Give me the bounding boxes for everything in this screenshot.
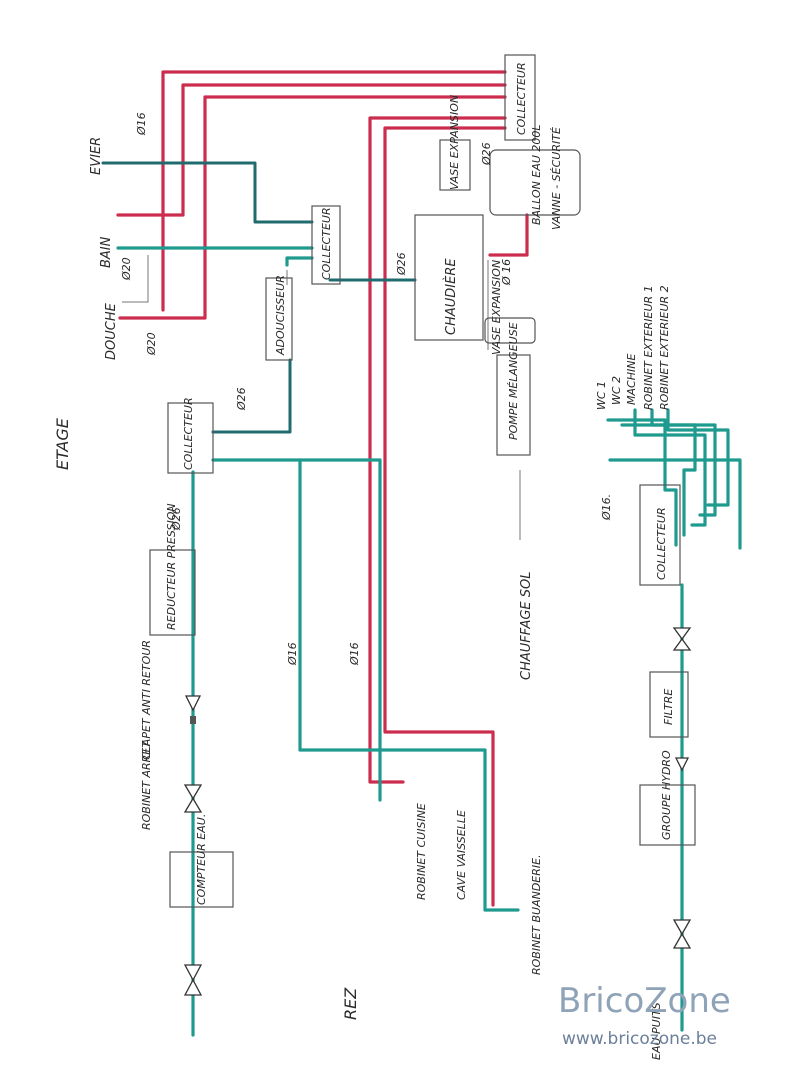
- rez-label: REZ: [341, 987, 360, 1020]
- groupe-hydro-box: [639, 784, 696, 846]
- vase-expansion-ballon-box: [439, 139, 471, 191]
- hot-pipe-evier: [161, 70, 507, 312]
- collecteur-right-label: COLLECTEUR: [655, 507, 668, 580]
- d20-douche-label: Ø20: [145, 332, 158, 356]
- adoucisseur-label: ADOUCISSEUR: [274, 275, 287, 356]
- filtre-box: [649, 671, 689, 738]
- ballon-box: [489, 149, 581, 216]
- reducteur-box: [149, 549, 196, 636]
- hot-pipe-cuisine: [368, 116, 507, 784]
- douche-label: DOUCHE: [104, 302, 119, 360]
- evier-label: EVIER: [89, 137, 104, 175]
- d20-bain-label: Ø20: [120, 257, 133, 281]
- d26-left-upper-label: Ø26: [235, 387, 248, 411]
- ballon-label: BALLON EAU 200L: [530, 124, 543, 225]
- vase-expansion-ballon-label: VASE EXPANSION: [448, 95, 461, 190]
- d16-pipe-a-label: Ø16: [286, 642, 299, 666]
- robinet-arret-valve-icon: [183, 784, 203, 813]
- watermark: BricoZone www.bricozone.be: [558, 981, 731, 1049]
- d16-evier-label: Ø16: [135, 112, 148, 136]
- labels: ETAGE REZ EVIER BAIN DOUCHE Ø16 Ø20 Ø20 …: [53, 62, 675, 1060]
- vanne-securite-label: VANNE - SÉCURITÉ: [550, 127, 563, 230]
- collecteur-right-box: [639, 484, 681, 586]
- machine-label: MACHINE: [625, 354, 638, 405]
- d16-chaud-label: Ø 16: [500, 259, 513, 286]
- d26-mid-label: Ø26: [395, 252, 408, 276]
- right-valve-top-icon: [672, 627, 692, 651]
- d16-right-label: Ø16.: [600, 494, 613, 521]
- cold-pipe-buanderie: [298, 458, 520, 912]
- reducteur-label: REDUCTEUR PRESSION: [165, 503, 178, 630]
- d26-ballon-label: Ø26: [480, 142, 493, 166]
- right-valve-bottom-icon: [672, 919, 692, 949]
- cold-pipe-main-vertical: [211, 458, 382, 802]
- entry-valve-icon: [183, 964, 203, 996]
- chaudiere-label: CHAUDIÈRE: [443, 258, 459, 335]
- cave-vaisselle-label: CAVE VAISSELLE: [455, 810, 468, 900]
- robinet-ext1-label: ROBINET EXTERIEUR 1: [642, 285, 655, 410]
- right-check-icon: [674, 757, 690, 772]
- hot-pipe-vaisselle: [383, 126, 507, 907]
- bain-label: BAIN: [99, 236, 114, 268]
- d16-pipe-b-label: Ø16: [348, 642, 361, 666]
- cold-pipe-machine: [633, 408, 707, 527]
- cold-pipe-collecteur-adoucisseur: [211, 358, 292, 434]
- watermark-brand: BricoZone: [558, 981, 731, 1021]
- collecteur-mid-label: COLLECTEUR: [320, 207, 333, 280]
- eau-puits-label: EAU PUITS: [650, 1002, 663, 1060]
- compteur-box: [169, 851, 234, 908]
- hot-pipe-douche: [118, 95, 507, 320]
- cold-pipe-to-chaudiere: [608, 458, 742, 550]
- chaudiere-box: [414, 214, 484, 341]
- groupe-hydro-label: GROUPE HYDRO: [660, 750, 673, 840]
- hot-pipe-bain: [116, 83, 507, 217]
- cold-pipe-ext1: [650, 408, 717, 517]
- boxes: [149, 54, 696, 908]
- collecteur-mid-box: [311, 205, 341, 285]
- clapet-label: CLAPET ANTI RETOUR: [140, 640, 153, 760]
- cold-pipe-ext2: [666, 408, 730, 507]
- thin-lines: [122, 255, 521, 540]
- collecteur-top-box: [504, 54, 536, 141]
- vase-expansion-chaud-box: [484, 317, 536, 344]
- pompe-box: [496, 354, 531, 456]
- cold-pipes: [101, 161, 742, 1037]
- hot-pipe-ballon: [488, 213, 529, 257]
- collecteur-left-label: COLLECTEUR: [182, 397, 195, 470]
- collecteur-top-label: COLLECTEUR: [515, 62, 528, 135]
- d26-left-lower-label: Ø26: [170, 507, 183, 531]
- cold-pipe-wc1: [606, 418, 678, 547]
- adoucisseur-box: [265, 277, 293, 361]
- vase-expansion-chaud-label: VASE EXPANSION: [490, 260, 503, 355]
- robinet-arret-label: ROBINET ARRET: [140, 740, 153, 830]
- etage-label: ETAGE: [53, 417, 72, 470]
- collecteur-left-box: [167, 402, 214, 474]
- wc2-label: WC 2: [610, 376, 623, 405]
- hot-pipes: [116, 70, 529, 907]
- robinet-cuisine-label: ROBINET CUISINE: [415, 803, 428, 900]
- clapet-marker-icon: [190, 716, 196, 724]
- wc1-label: WC 1: [595, 381, 608, 410]
- chauffage-sol-label: CHAUFFAGE SOL: [519, 572, 534, 681]
- cold-pipe-evier: [101, 161, 314, 224]
- compteur-label: COMPTEUR EAU.: [195, 814, 208, 905]
- watermark-url: www.bricozone.be: [562, 1029, 717, 1049]
- filtre-label: FILTRE: [662, 689, 675, 725]
- cold-pipe-adoucisseur-collecteur: [285, 256, 314, 267]
- clapet-icon: [184, 695, 202, 712]
- valves: [183, 627, 692, 996]
- robinet-buanderie-label: ROBINET BUANDERIE.: [530, 854, 543, 975]
- pompe-label: POMPE MÉLANGEUSE: [507, 322, 520, 440]
- robinet-ext2-label: ROBINET EXTERIEUR 2: [658, 285, 671, 410]
